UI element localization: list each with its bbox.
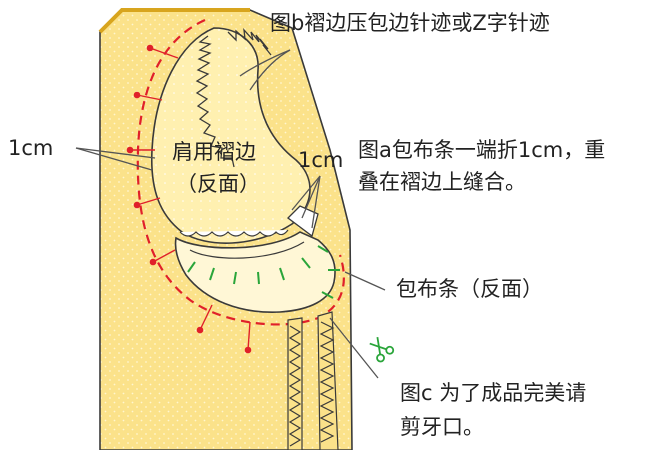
label-bias-strip: 包布条（反面） <box>396 277 543 301</box>
leader-lines <box>75 49 386 379</box>
scallop-trim <box>179 229 289 237</box>
seam-line <box>136 18 345 326</box>
label-facing: 肩用褶边 <box>172 140 256 164</box>
zigzag-stitch-top <box>227 28 272 56</box>
label-step-c-2: 剪牙口。 <box>400 415 484 439</box>
bias-strip <box>174 231 336 313</box>
label-step-a-2: 叠在褶边上缝合。 <box>358 170 526 194</box>
label-step-c-1: 图c 为了成品完美请 <box>400 381 587 405</box>
label-1cm-left: 1cm <box>8 136 54 160</box>
garment-edge <box>98 8 250 34</box>
zigzag-stitch-side <box>288 325 302 447</box>
zigzag-stitch-side-2 <box>319 321 335 443</box>
scissors-icon <box>369 336 395 363</box>
strip-fold <box>287 205 319 238</box>
label-step-b: 图b褶边压包边针迹或Z字针迹 <box>270 11 550 35</box>
label-step-a-1: 图a包布条一端折1cm，重 <box>358 138 606 162</box>
clip-marks <box>187 245 340 299</box>
bias-strip-inner <box>189 241 305 259</box>
zigzag-stitch-facing <box>195 35 235 168</box>
label-1cm-mid: 1cm <box>298 148 344 172</box>
label-facing-reverse: （反面） <box>176 172 260 196</box>
pins <box>126 44 252 354</box>
